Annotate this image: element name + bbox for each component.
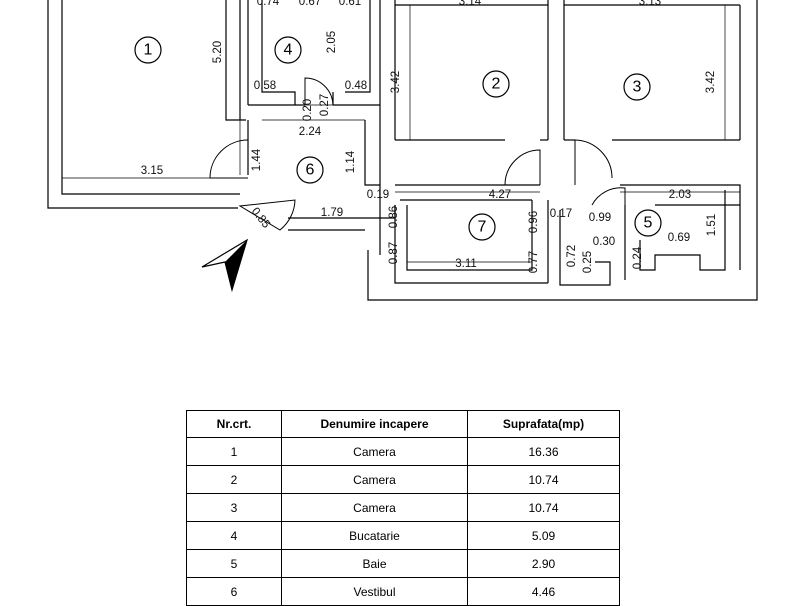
dim-room1-height: 5.20	[212, 41, 224, 63]
header-name: Denumire incapere	[281, 410, 468, 438]
room-number-4: 4	[284, 42, 293, 59]
table-header-row: Nr.crt. Denumire incapere Suprafata(mp)	[186, 410, 620, 438]
area-table: Nr.crt. Denumire incapere Suprafata(mp) …	[186, 410, 620, 606]
header-nr: Nr.crt.	[186, 410, 282, 438]
dim-hall-bottom: 1.79	[321, 207, 343, 219]
dim-room4-height: 2.05	[326, 31, 338, 53]
dim-room5-small-a: 0.24	[632, 246, 644, 269]
dim-room3-height: 3.42	[705, 71, 717, 93]
table-row: 5 Baie 2.90	[186, 549, 620, 578]
dim-wall-017: 0.17	[550, 208, 572, 220]
table-row: 6 Vestibul 4.46	[186, 577, 620, 606]
outer-wall-right	[367, 0, 758, 301]
wall-corridor-top-right	[620, 184, 741, 270]
floor-plan: 1 2 3 4 5 6 7 0.74 0.67 0.61 3.14 3.13 3…	[47, 0, 758, 301]
cell-nr: 3	[186, 493, 282, 522]
wall-room7-outer	[394, 205, 548, 284]
door-room1-swing	[209, 139, 249, 179]
entrance-door-swing	[238, 199, 296, 231]
dim-door4-b: 0.27	[319, 94, 331, 116]
cell-name: Baie	[281, 549, 468, 578]
cell-nr: 1	[186, 437, 282, 466]
room-marker-6	[296, 156, 324, 184]
door-room2-swing	[504, 149, 541, 186]
dim-top-b: 0.67	[299, 0, 321, 8]
door-room4-swing	[304, 77, 334, 106]
room-marker-7	[468, 213, 496, 241]
dim-corridor-width: 4.27	[489, 189, 511, 201]
door-room5-swing	[591, 187, 626, 206]
room-marker-4	[274, 36, 302, 64]
room-number-7: 7	[478, 219, 487, 236]
room-number-2: 2	[492, 76, 501, 93]
dim-room4-left-seg: 0.58	[254, 80, 276, 92]
cell-name: Camera	[281, 437, 468, 466]
wall-room1-inner-right	[225, 0, 246, 121]
dim-room7-width: 3.11	[455, 258, 477, 270]
dim-nook-a: 0.72	[566, 245, 578, 267]
room-marker-2	[482, 70, 510, 98]
dim-top-room3: 3.13	[639, 0, 661, 8]
dim-wall-019: 0.19	[367, 189, 389, 201]
cell-name: Camera	[281, 493, 468, 522]
dim-room5-width: 2.03	[669, 189, 691, 201]
dim-room7-right-a: 0.96	[528, 211, 540, 233]
dim-room5-door: 0.99	[589, 212, 611, 224]
dim-entrance-door: 0.85	[249, 206, 272, 231]
table-row: 4 Bucatarie 5.09	[186, 521, 620, 550]
dim-nook-b: 0.30	[593, 236, 615, 248]
cell-area: 2.90	[467, 549, 620, 578]
room-number-1: 1	[144, 42, 153, 59]
cell-nr: 5	[186, 549, 282, 578]
cell-area: 10.74	[467, 465, 620, 494]
table-row: 1 Camera 16.36	[186, 437, 620, 466]
wall-room5-inner	[639, 190, 726, 271]
north-arrow-icon	[201, 238, 249, 293]
wall-hall-right	[364, 120, 380, 186]
dim-top-room2: 3.14	[459, 0, 482, 8]
cell-name: Vestibul	[281, 577, 468, 606]
dim-room5-height: 1.51	[706, 214, 718, 236]
wall-room7-inner	[406, 200, 533, 271]
dim-room7-left-a: 0.86	[388, 206, 400, 228]
room-marker-1	[134, 36, 162, 64]
dim-room4-right-seg: 0.48	[345, 80, 367, 92]
header-area: Suprafata(mp)	[467, 410, 620, 438]
cell-nr: 2	[186, 465, 282, 494]
dim-hall-width: 2.24	[299, 126, 322, 138]
wall-nook	[559, 210, 611, 286]
cell-nr: 6	[186, 577, 282, 606]
room-number-6: 6	[306, 162, 315, 179]
outer-wall-room1	[47, 0, 238, 209]
cell-area: 10.74	[467, 493, 620, 522]
room-marker-3	[623, 73, 651, 101]
room-number-3: 3	[633, 79, 642, 96]
cell-nr: 4	[186, 521, 282, 550]
room-number-5: 5	[644, 215, 653, 232]
dim-door4-a: 0.20	[302, 99, 314, 121]
door-room3-swing	[574, 139, 613, 185]
cell-area: 16.36	[467, 437, 620, 466]
table-row: 3 Camera 10.74	[186, 493, 620, 522]
cell-area: 5.09	[467, 521, 620, 550]
table-row: 2 Camera 10.74	[186, 465, 620, 494]
dim-nook-c: 0.25	[582, 251, 594, 273]
dim-room7-left-b: 0.87	[388, 242, 400, 264]
dim-room1-width: 3.15	[141, 165, 163, 177]
dim-hall-right-height: 1.14	[345, 150, 357, 173]
cell-name: Camera	[281, 465, 468, 494]
dim-room2-height: 3.42	[390, 71, 402, 93]
dim-top-c: 0.61	[339, 0, 361, 8]
inner-wall-room1	[61, 0, 240, 195]
dim-top-a: 0.74	[257, 0, 280, 8]
wall-room4-right	[345, 0, 371, 93]
dim-hall-left-height: 1.44	[251, 148, 263, 171]
dim-room7-right-b: 0.77	[528, 251, 540, 273]
cell-area: 4.46	[467, 577, 620, 606]
cell-name: Bucatarie	[281, 521, 468, 550]
room-marker-5	[634, 209, 662, 237]
dim-room5-small-b: 0.69	[668, 232, 690, 244]
